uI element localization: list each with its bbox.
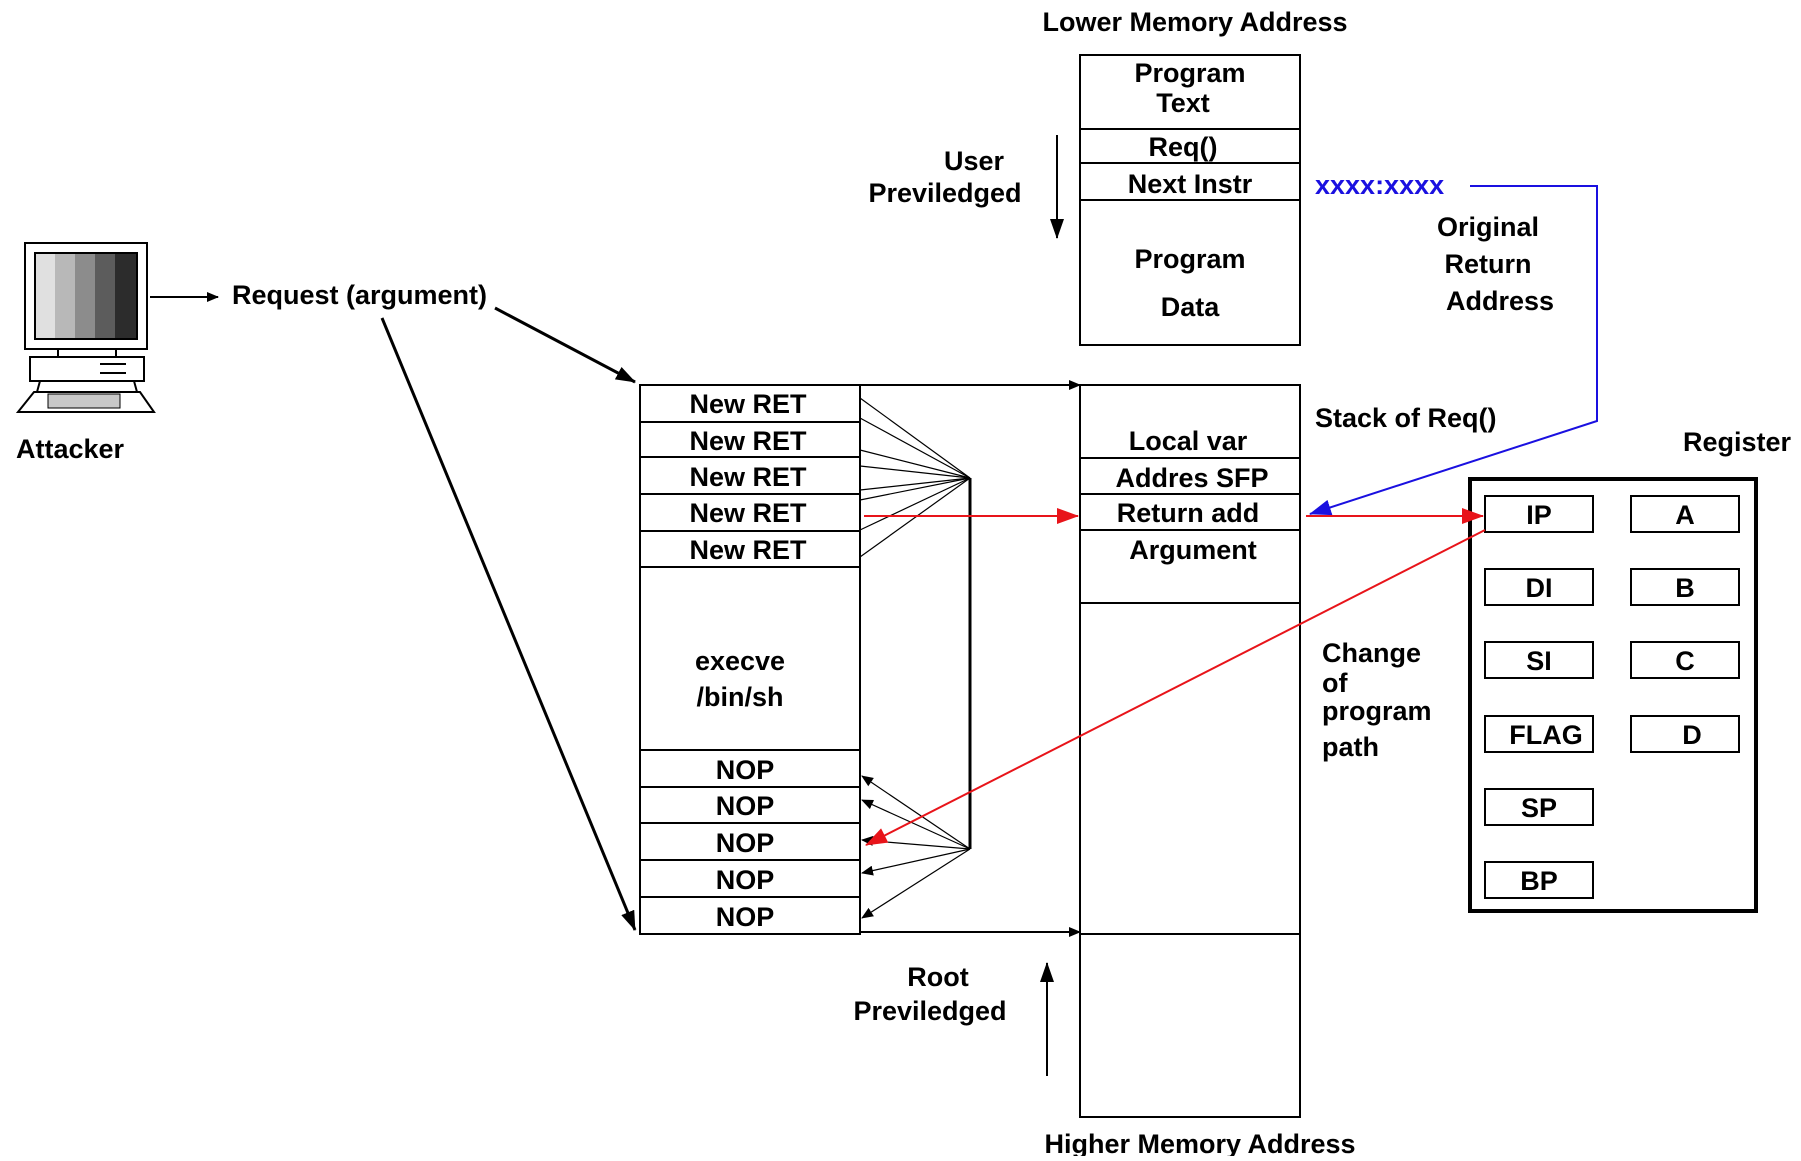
program-text-label-1: Program — [1134, 58, 1245, 88]
original-return-label-1: Original — [1437, 212, 1539, 242]
register-b: B — [1675, 573, 1695, 603]
request-bottom-arrow — [380, 317, 637, 931]
request-label: Request (argument) — [232, 280, 487, 310]
nop-label-2: NOP — [716, 791, 775, 821]
register-panel — [1468, 477, 1758, 913]
original-return-label-3: Address — [1446, 286, 1554, 316]
addres-sfp-label: Addres SFP — [1115, 463, 1268, 493]
shell-label-1: execve — [695, 646, 785, 676]
register-d: D — [1682, 720, 1702, 750]
register-sp: SP — [1521, 793, 1557, 823]
change-label-3: program — [1322, 696, 1432, 726]
address-value-label: xxxx:xxxx — [1315, 170, 1444, 200]
new-ret-fan-lines — [859, 397, 971, 558]
register-bp: BP — [1520, 866, 1558, 896]
user-privileged-label-2: Previledged — [868, 178, 1021, 208]
nop-label-1: NOP — [716, 755, 775, 785]
payload-box — [639, 384, 861, 935]
register-flag: FLAG — [1509, 720, 1583, 750]
user-privileged-label-1: User — [944, 146, 1005, 176]
argument-label: Argument — [1129, 535, 1257, 565]
computer-icon — [15, 242, 156, 413]
nop-label-4: NOP — [716, 865, 775, 895]
next-instr-label: Next Instr — [1128, 169, 1253, 199]
lower-memory-label: Lower Memory Address — [1042, 7, 1347, 37]
root-privileged-label-2: Previledged — [853, 996, 1006, 1026]
register-a: A — [1675, 500, 1695, 530]
higher-memory-label: Higher Memory Address — [1044, 1129, 1355, 1156]
new-ret-label-5: New RET — [689, 535, 807, 565]
register-c: C — [1675, 646, 1695, 676]
stack-of-req-label: Stack of Req() — [1315, 403, 1497, 433]
change-label-2: of — [1322, 668, 1348, 698]
program-text-label-2: Text — [1156, 88, 1210, 118]
new-ret-label-2: New RET — [689, 426, 807, 456]
request-top-arrow — [494, 306, 636, 384]
shell-label-2: /bin/sh — [697, 682, 784, 712]
original-return-arrow — [1309, 185, 1598, 516]
new-ret-label-3: New RET — [689, 462, 807, 492]
register-ip: IP — [1526, 500, 1552, 530]
return-add-label: Return add — [1117, 498, 1260, 528]
original-return-label-2: Return — [1445, 249, 1532, 279]
program-data-label-1: Program — [1134, 244, 1245, 274]
register-label: Register — [1683, 427, 1792, 457]
attacker-label: Attacker — [16, 434, 125, 464]
req-label: Req() — [1149, 132, 1218, 162]
program-data-label-2: Data — [1161, 292, 1221, 322]
new-ret-label-1: New RET — [689, 389, 807, 419]
root-privileged-label-1: Root — [907, 962, 968, 992]
stack-box — [1079, 384, 1301, 1118]
new-ret-label-4: New RET — [689, 498, 807, 528]
register-si: SI — [1526, 646, 1552, 676]
nop-fan-arrows — [861, 775, 971, 919]
change-label-4: path — [1322, 732, 1379, 762]
nop-label-3: NOP — [716, 828, 775, 858]
jump-to-nop-arrow — [865, 529, 1486, 846]
local-var-label: Local var — [1129, 426, 1248, 456]
memory-layout-box — [1079, 54, 1301, 346]
register-di: DI — [1526, 573, 1553, 603]
nop-label-5: NOP — [716, 902, 775, 932]
change-label-1: Change — [1322, 638, 1421, 668]
